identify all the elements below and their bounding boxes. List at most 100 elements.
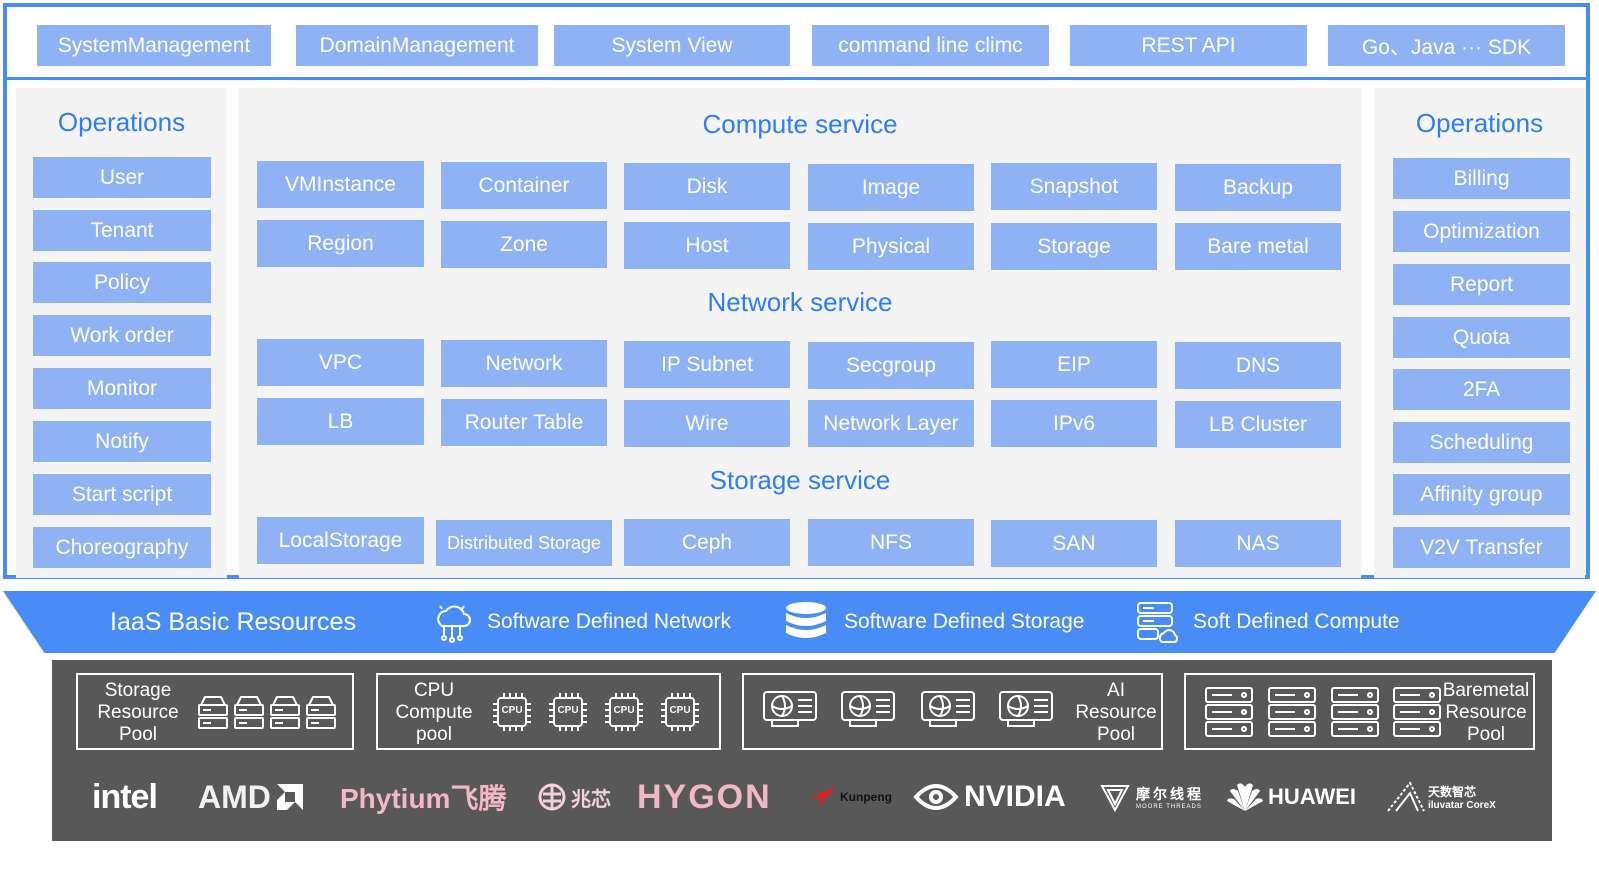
moore-threads-en: MOORE THREADS [1136, 804, 1202, 810]
compute-zone: Zone [441, 221, 607, 268]
sds-label: Software Defined Storage [844, 610, 1085, 633]
iluvatar-icon [1386, 781, 1426, 813]
server-rack-icons [1204, 686, 1441, 738]
zhaoxin-emblem-icon [537, 782, 567, 812]
storage-service-title: Storage service [709, 464, 891, 495]
nvidia-logo-text: NVIDIA [964, 780, 1066, 813]
compute-host: Host [624, 222, 790, 269]
huawei-petal-icon [1226, 781, 1264, 813]
right-op-billing: Billing [1393, 158, 1570, 199]
cpu-chip-icon: CPU [490, 690, 534, 734]
network-dns: DNS [1175, 342, 1341, 389]
network-ipv6: IPv6 [991, 400, 1157, 447]
database-icon [784, 600, 828, 644]
cpu-pool-label: CPU Compute pool [395, 680, 473, 745]
network-vpc: VPC [257, 339, 424, 386]
compute-region: Region [257, 220, 424, 267]
compute-vminstance: VMInstance [257, 161, 424, 208]
top-item-system-management: SystemManagement [37, 25, 271, 66]
right-op-optimization: Optimization [1393, 211, 1570, 252]
cpu-chip-text: CPU [501, 705, 523, 716]
right-op-report: Report [1393, 264, 1570, 305]
iluvatar-cn: 天数智芯 [1428, 785, 1477, 799]
baremetal-pool-label: Baremetal Resource Pool [1442, 680, 1530, 745]
left-op-user: User [33, 157, 211, 198]
moore-threads-cn: 摩尔线程 [1136, 786, 1204, 802]
top-divider [3, 77, 1590, 80]
top-item-domain-management: DomainManagement [296, 25, 538, 66]
intel-logo: intel [92, 777, 158, 816]
kunpeng-bird-icon [808, 784, 838, 810]
hygon-logo: HYGON [637, 777, 772, 816]
zhaoxin-logo-text: 兆芯 [571, 788, 611, 811]
compute-image: Image [808, 164, 974, 211]
storage-localstorage: LocalStorage [257, 517, 424, 564]
network-ip-subnet: IP Subnet [624, 341, 790, 388]
iluvatar-logo: 天数智芯 iluvatar CoreX [1386, 778, 1496, 816]
network-wire: Wire [624, 400, 790, 447]
left-op-work-order: Work order [33, 315, 211, 356]
network-service-title: Network service [707, 286, 893, 317]
baremetal-resource-pool [1184, 673, 1535, 750]
top-item-sdk: Go、Java ··· SDK [1328, 25, 1565, 66]
right-op-v2v-transfer: V2V Transfer [1393, 527, 1570, 568]
compute-snapshot: Snapshot [991, 163, 1157, 210]
network-network: Network [441, 340, 607, 387]
iaas-banner-title: IaaS Basic Resources [110, 607, 356, 636]
cloud-network-icon [430, 600, 474, 644]
compute-disk: Disk [624, 163, 790, 210]
storage-distributed-storage: Distributed Storage [436, 520, 612, 566]
sdn-label: Software Defined Network [487, 610, 731, 633]
left-op-monitor: Monitor [33, 368, 211, 409]
iluvatar-en: iluvatar CoreX [1428, 800, 1496, 811]
right-op-affinity-group: Affinity group [1393, 474, 1570, 515]
huawei-logo-text: HUAWEI [1268, 784, 1356, 809]
compute-backup: Backup [1175, 164, 1341, 211]
network-lb-cluster: LB Cluster [1175, 401, 1341, 448]
top-item-rest-api: REST API [1070, 25, 1307, 66]
cpu-chip-icon: CPU [658, 690, 702, 734]
left-op-start-script: Start script [33, 474, 211, 515]
moore-threads-logo: 摩尔线程 MOORE THREADS [1100, 778, 1204, 816]
kunpeng-logo-text: Kunpeng [840, 790, 892, 804]
amd-arrow-icon [275, 782, 305, 812]
cpu-chip-icon: CPU [546, 690, 590, 734]
right-op-scheduling: Scheduling [1393, 422, 1570, 463]
phytium-logo: Phytium飞腾 [340, 783, 507, 814]
hardware-layer [52, 660, 1552, 841]
storage-nfs: NFS [808, 519, 974, 566]
left-operations-title: Operations [57, 106, 186, 137]
services-panel [239, 88, 1361, 578]
amd-logo-text: AMD [198, 778, 271, 815]
compute-bare-metal: Bare metal [1175, 223, 1341, 270]
server-cloud-icon [1134, 600, 1180, 646]
storage-san: SAN [991, 520, 1157, 567]
cpu-chip-text: CPU [557, 705, 579, 716]
storage-ceph: Ceph [624, 519, 790, 566]
right-op-quota: Quota [1393, 317, 1570, 358]
huawei-logo: HUAWEI [1226, 776, 1356, 818]
iluvatar-text: 天数智芯 iluvatar CoreX [1428, 783, 1496, 811]
network-network-layer: Network Layer [808, 400, 974, 447]
network-secgroup: Secgroup [808, 342, 974, 389]
kunpeng-logo: Kunpeng [808, 780, 892, 814]
compute-container: Container [441, 162, 607, 209]
moore-threads-text: 摩尔线程 MOORE THREADS [1136, 784, 1204, 810]
network-router-table: Router Table [441, 399, 607, 446]
storage-nas: NAS [1175, 520, 1341, 567]
storage-resource-pool [76, 673, 354, 750]
top-item-system-view: System View [554, 25, 790, 66]
left-op-notify: Notify [33, 421, 211, 462]
cpu-chip-text: CPU [669, 705, 691, 716]
nvidia-eye-icon [913, 782, 959, 812]
cpu-chip-text: CPU [613, 705, 635, 716]
gpu-card-icons [762, 688, 1062, 730]
moore-threads-icon [1100, 782, 1130, 813]
top-item-command-line: command line climc [812, 25, 1049, 66]
ai-pool-label: AI Resource Pool [1075, 680, 1157, 745]
storage-pool-label: Storage Resource Pool [97, 680, 179, 745]
sdc-label: Soft Defined Compute [1193, 610, 1400, 633]
nvidia-logo: NVIDIA [913, 776, 1066, 818]
cpu-compute-pool [376, 673, 721, 750]
ai-resource-pool [742, 673, 1163, 750]
